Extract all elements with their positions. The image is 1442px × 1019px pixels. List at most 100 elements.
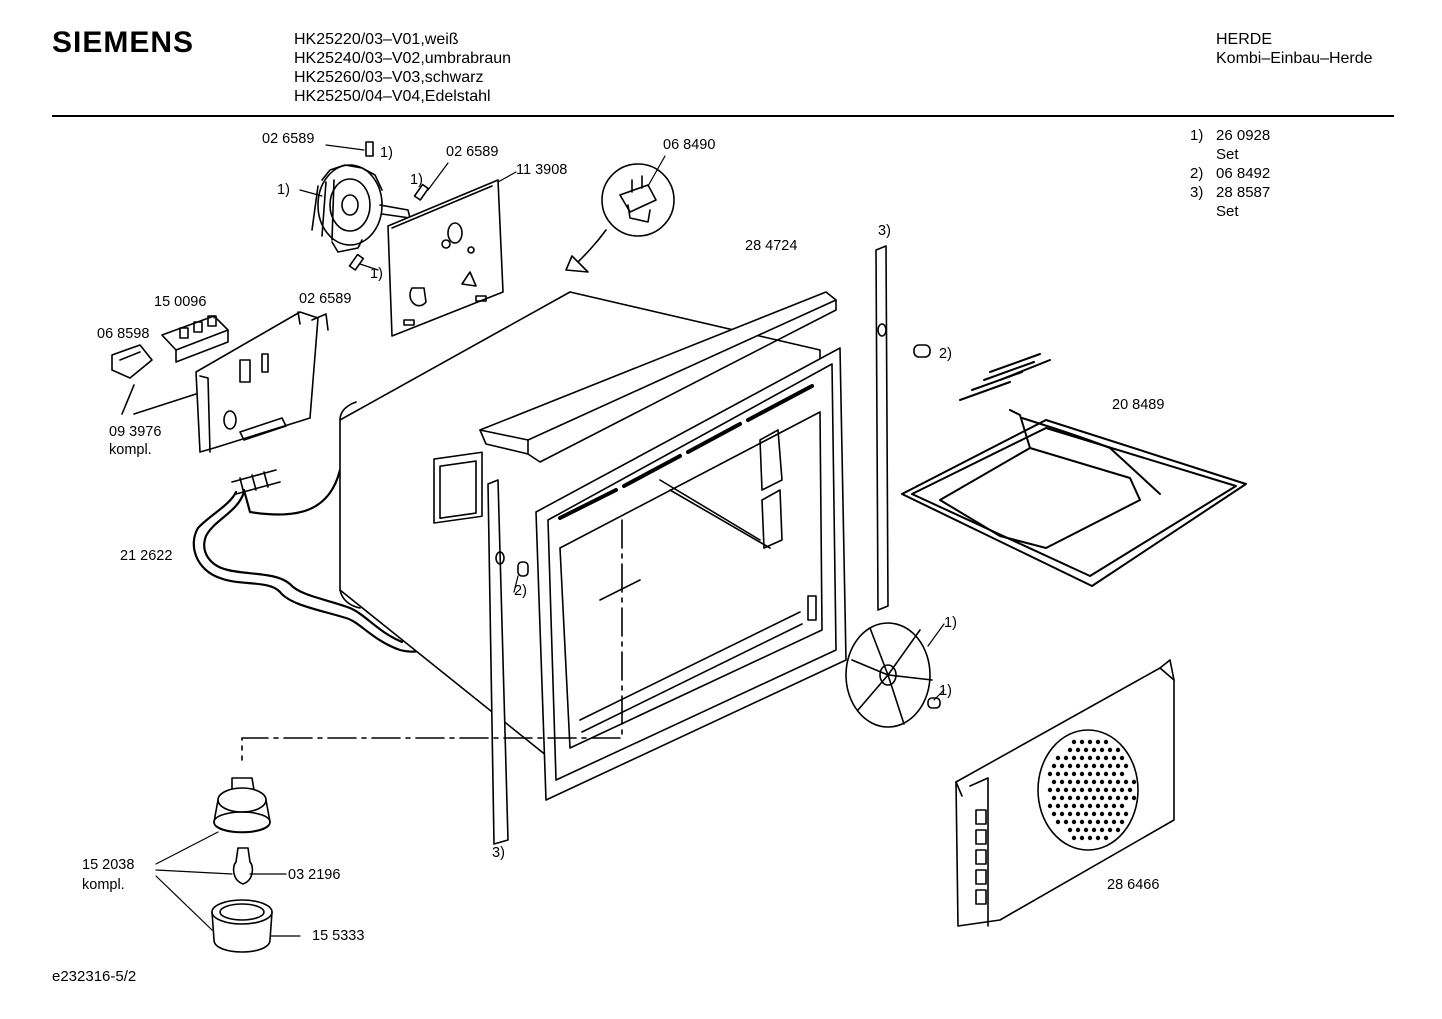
grille-hole xyxy=(1091,763,1097,769)
note-marker: 1) xyxy=(370,266,383,282)
grille-hole xyxy=(1059,795,1065,801)
grille-hole xyxy=(1099,811,1105,817)
grille-hole xyxy=(1083,747,1089,753)
part-label: 15 5333 xyxy=(312,928,365,944)
grille-hole xyxy=(1099,795,1105,801)
bulb-part xyxy=(913,344,931,358)
part-label: 11 3908 xyxy=(516,162,568,178)
rear-panel-holes xyxy=(1047,739,1137,841)
category-subtitle: Kombi–Einbau–Herde xyxy=(1216,50,1373,67)
grille-hole xyxy=(1055,819,1061,825)
grille-hole xyxy=(1079,755,1085,761)
grille-hole xyxy=(1055,803,1061,809)
side-strip-right-part xyxy=(875,245,889,611)
top-cover-strip-part xyxy=(479,291,837,463)
grille-hole xyxy=(1119,819,1125,825)
grille-hole xyxy=(1123,795,1129,801)
note-key: 3) xyxy=(1190,184,1204,201)
grille-hole xyxy=(1075,795,1081,801)
connector-part xyxy=(111,344,153,379)
note-marker: 1) xyxy=(380,145,393,161)
part-label: 28 6466 xyxy=(1107,877,1160,893)
header-divider xyxy=(52,115,1394,117)
leader-line xyxy=(121,384,197,415)
grille-hole xyxy=(1091,747,1097,753)
grille-hole xyxy=(1115,811,1121,817)
grille-hole xyxy=(1107,747,1113,753)
grille-hole xyxy=(1091,827,1097,833)
grille-hole xyxy=(1095,771,1101,777)
part-label: 02 6589 xyxy=(299,291,352,307)
grille-hole xyxy=(1079,835,1085,841)
grille-hole xyxy=(1071,835,1077,841)
grille-hole xyxy=(1059,763,1065,769)
grill-heater-part xyxy=(901,353,1247,587)
grille-hole xyxy=(1055,787,1061,793)
grille-hole xyxy=(1127,787,1133,793)
grille-hole xyxy=(1099,747,1105,753)
model-line-1: HK25220/03–V01,weiß xyxy=(294,31,459,48)
grille-hole xyxy=(1063,771,1069,777)
grille-hole xyxy=(1111,787,1117,793)
grille-hole xyxy=(1059,811,1065,817)
grille-hole xyxy=(1095,819,1101,825)
grille-hole xyxy=(1119,787,1125,793)
grille-hole xyxy=(1115,763,1121,769)
grille-hole xyxy=(1075,779,1081,785)
leader-arrow-head xyxy=(565,255,589,273)
grille-hole xyxy=(1067,763,1073,769)
grille-hole xyxy=(1111,803,1117,809)
model-list: HK25220/03–V01,weiß HK25240/03–V02,umbra… xyxy=(294,30,511,106)
grille-hole xyxy=(1071,787,1077,793)
part-label: 06 8598 xyxy=(97,326,150,342)
part-label: 21 2622 xyxy=(120,548,173,564)
bottom-heater-part xyxy=(192,468,440,653)
grille-hole xyxy=(1123,763,1129,769)
grille-hole xyxy=(1083,827,1089,833)
grille-hole xyxy=(1067,795,1073,801)
lamp-bulb-part xyxy=(232,847,254,885)
grille-hole xyxy=(1079,803,1085,809)
grille-hole xyxy=(1111,819,1117,825)
lamp-socket-part xyxy=(517,561,529,577)
note-marker: 1) xyxy=(944,615,957,631)
grille-hole xyxy=(1083,779,1089,785)
grille-hole xyxy=(1119,771,1125,777)
grille-hole xyxy=(1103,739,1109,745)
grille-hole xyxy=(1059,779,1065,785)
grille-hole xyxy=(1107,795,1113,801)
note-marker: 3) xyxy=(878,223,891,239)
lamp-housing-part xyxy=(213,777,271,834)
category-block: HERDE Kombi–Einbau–Herde xyxy=(1216,30,1373,68)
grille-hole xyxy=(1087,771,1093,777)
grille-hole xyxy=(1079,739,1085,745)
grille-hole xyxy=(1079,819,1085,825)
grille-hole xyxy=(1111,755,1117,761)
grille-hole xyxy=(1075,827,1081,833)
grille-hole xyxy=(1091,779,1097,785)
grille-hole xyxy=(1095,787,1101,793)
note-value: 06 8492 xyxy=(1216,165,1271,182)
grille-hole xyxy=(1123,811,1129,817)
grille-hole xyxy=(1071,755,1077,761)
grille-hole xyxy=(1063,803,1069,809)
grille-hole xyxy=(1071,803,1077,809)
grille-hole xyxy=(1067,811,1073,817)
front-frame-part xyxy=(535,347,847,801)
screw-small-part xyxy=(348,253,365,271)
part-label: 02 6589 xyxy=(262,131,315,147)
fan-wheel-part xyxy=(845,622,933,728)
part-label: 06 8490 xyxy=(663,137,716,153)
grille-hole xyxy=(1051,779,1057,785)
note-1-extra: Set xyxy=(1216,146,1239,163)
control-bracket-part xyxy=(195,311,329,453)
mounting-plate-part xyxy=(387,179,504,337)
grille-hole xyxy=(1131,779,1137,785)
grille-hole xyxy=(1087,787,1093,793)
note-marker: 1) xyxy=(939,683,952,699)
note-3: 3) 28 8587 xyxy=(1190,183,1270,202)
brand-logo: SIEMENS xyxy=(52,26,195,59)
grille-hole xyxy=(1079,771,1085,777)
grille-hole xyxy=(1107,779,1113,785)
